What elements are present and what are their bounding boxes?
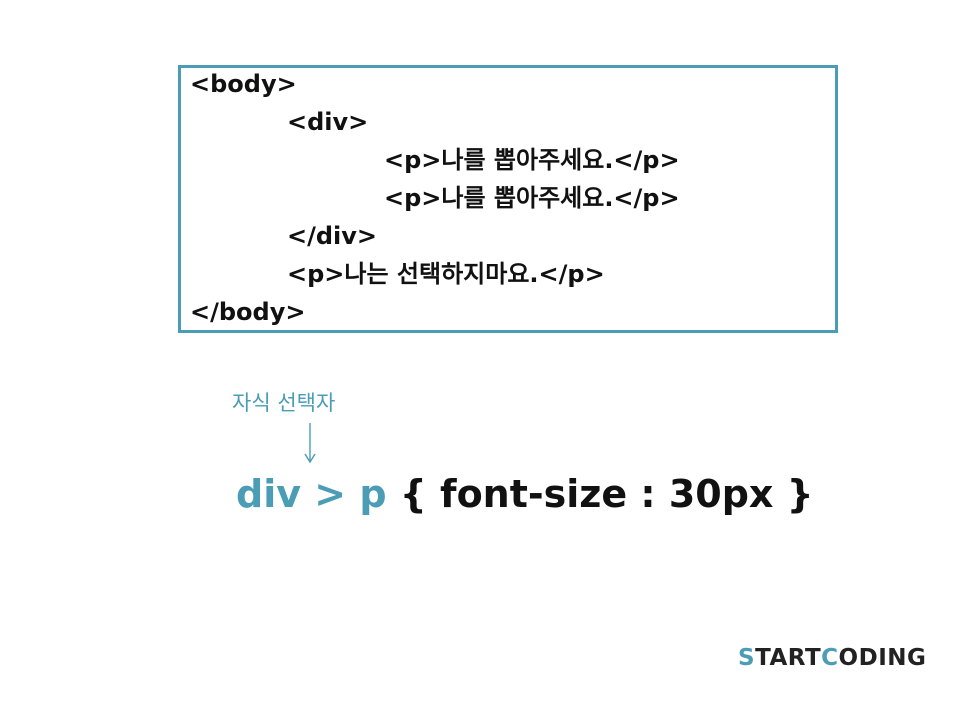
startcoding-logo: STARTCODING <box>738 643 926 673</box>
child-selector-label: 자식 선택자 <box>232 391 336 415</box>
brand-text-oding: ODING <box>838 645 927 671</box>
brand-text-tart: TART <box>755 645 822 671</box>
brand-letter-c: C <box>821 645 839 671</box>
code-line-div-close: </div> <box>287 222 378 250</box>
code-example-box: <body> <div> <p>나를 뽑아주세요.</p> <p>나를 뽑아주세… <box>178 65 838 333</box>
code-line-body-open: <body> <box>190 70 297 98</box>
code-line-div-open: <div> <box>287 108 369 136</box>
css-declaration: { font-size : 30px } <box>399 472 814 516</box>
code-line-body-close: </body> <box>190 298 306 326</box>
code-line-p-child-1: <p>나를 뽑아주세요.</p> <box>384 146 680 174</box>
css-rule: div > p { font-size : 30px } <box>236 466 814 522</box>
selector-child: p <box>359 472 387 516</box>
code-line-p-sibling: <p>나는 선택하지마요.</p> <box>287 260 605 288</box>
selector-parent: div <box>236 472 301 516</box>
child-combinator: > <box>314 472 347 516</box>
down-arrow-icon <box>304 423 316 464</box>
brand-letter-s: S <box>738 645 756 671</box>
code-line-p-child-2: <p>나를 뽑아주세요.</p> <box>384 184 680 212</box>
